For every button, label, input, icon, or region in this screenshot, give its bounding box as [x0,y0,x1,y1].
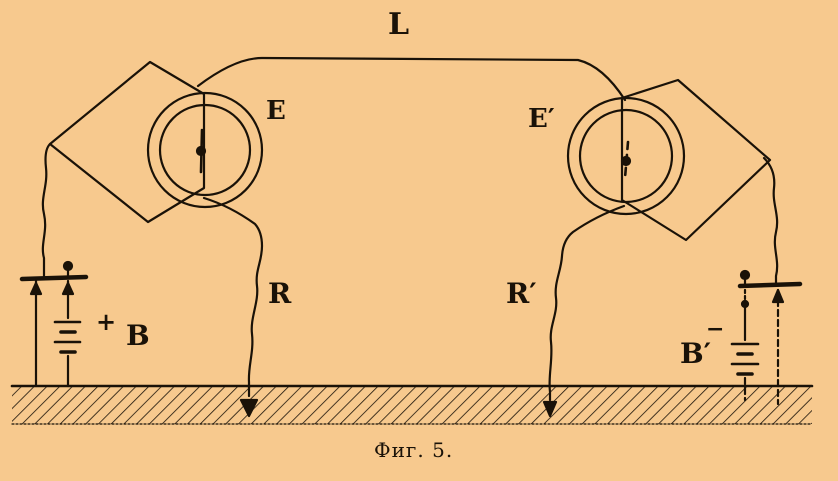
right-inner-ring [578,108,674,204]
left-diamond-plate [48,60,206,224]
label-battery-left-sign: + [96,307,117,336]
label-battery-left: B [126,319,150,352]
label-battery-right-sign: − [706,316,725,342]
label-line-L: L [388,7,410,42]
right-feed-wire [762,156,779,286]
right-electrometer [542,78,772,418]
right-receiver-arrow [542,400,558,418]
left-feed-wire [41,142,52,278]
left-battery [53,320,82,388]
left-receiver-wire [202,196,264,398]
label-receiver-right: R′ [506,277,537,310]
right-outer-ring [566,96,686,216]
line-wire-L [196,56,627,102]
label-receiver-left: R [268,277,292,310]
right-receiver-wire [548,204,626,402]
left-inner-ring [158,103,252,197]
ground-strip [10,384,814,425]
left-receiver-arrow [239,398,259,418]
left-key [19,260,89,388]
label-battery-right: B′ [680,337,712,370]
left-outer-ring [146,91,264,209]
label-electrometer-right: E′ [528,104,555,134]
right-key [737,269,803,406]
label-electrometer-left: E [266,96,286,126]
right-battery [730,306,760,402]
right-diamond-plate [620,78,772,242]
left-electrometer [48,60,264,418]
figure-caption: Фиг. 5. [374,438,454,462]
